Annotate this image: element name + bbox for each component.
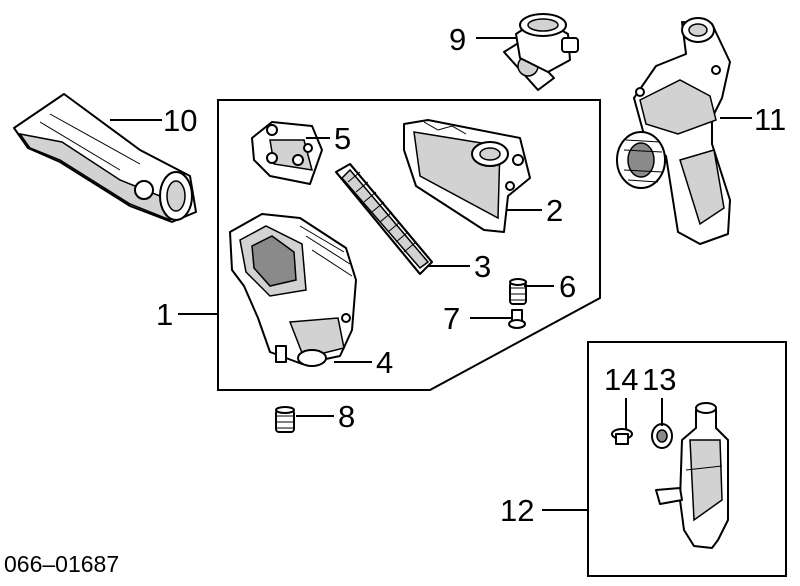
intake-duct-part-10 [13,93,197,223]
grommet-part-6 [509,278,527,305]
callout-14: 14 [604,362,638,397]
callout-4: 4 [376,345,393,380]
lower-air-box-part-4 [229,213,357,367]
callout-1: 1 [156,297,173,332]
callout-5: 5 [334,121,351,156]
callout-11: 11 [754,102,786,137]
diagram-code: 066–01687 [4,551,119,577]
callout-13: 13 [642,362,676,397]
callout-12: 12 [500,493,534,528]
upper-air-box-part-2 [403,119,531,233]
cover-bracket-part-5 [251,121,323,185]
callout-3: 3 [474,249,491,284]
callout-10: 10 [163,103,197,138]
leader-lines [110,37,752,511]
callout-9: 9 [449,22,466,57]
callout-7: 7 [443,301,460,336]
clip-part-14 [611,428,633,445]
intake-hose-part-11 [616,17,731,245]
callout-2: 2 [546,193,563,228]
air-filter-element-part-3 [335,163,433,275]
grommet-part-8 [275,406,295,433]
reservoir-part-12 [655,402,729,549]
mass-air-flow-sensor-part-9 [503,13,579,91]
reservoir-kit-frame [587,341,787,577]
callout-8: 8 [338,399,355,434]
main-assembly-frame [217,99,601,391]
grommet-part-13 [651,423,673,449]
callout-6: 6 [559,269,576,304]
